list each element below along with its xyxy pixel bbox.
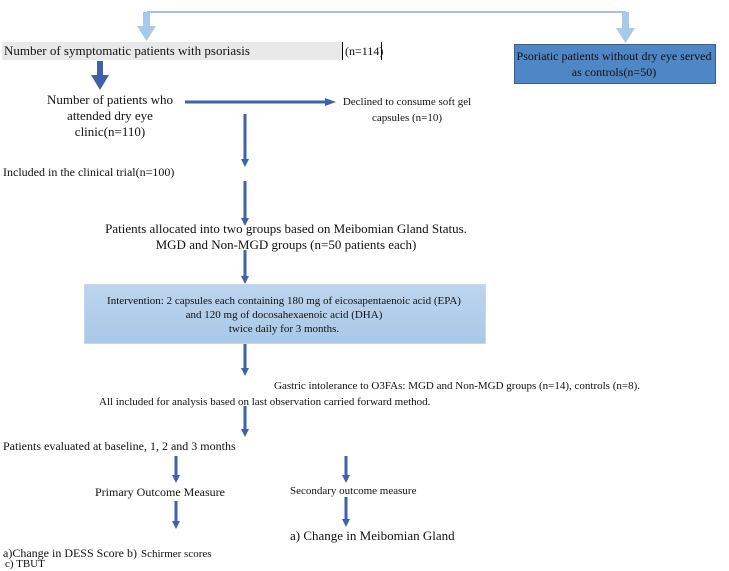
primary-outcome-results: a)Change in DESS Score b) Schirmer score… — [3, 543, 212, 562]
secondary-outcome-label: Secondary outcome measure — [290, 485, 417, 497]
symptomatic-count: (n=114) — [345, 44, 384, 58]
intervention-line-1: Intervention: 2 capsules each containing… — [107, 295, 461, 307]
secondary-result-a: a) Change in Meibomian Gland — [290, 528, 455, 543]
controls-box — [514, 44, 716, 84]
top-bracket-arrows — [137, 11, 635, 43]
allocated-label: Patients allocated into two groups based… — [105, 221, 467, 252]
intolerance-label: Gastric intolerance to O3FAs: MGD and No… — [274, 380, 640, 392]
symptomatic-count-box — [342, 42, 382, 60]
attended-label: Number of patients who attended dry eye … — [46, 92, 173, 139]
controls-label: Psoriatic patients without dry eye serve… — [516, 49, 712, 79]
intervention-line-3: twice daily for 3 months. — [228, 323, 340, 335]
all-included-label: All included for analysis based on last … — [99, 396, 431, 408]
included-label: Included in the clinical trial(n=100) — [3, 165, 175, 179]
primary-outcome-label: Primary Outcome Measure — [95, 485, 225, 499]
primary-result-c: c) TBUT — [5, 558, 45, 570]
evaluated-label: Patients evaluated at baseline, 1, 2 and… — [3, 439, 236, 453]
primary-result-a: a)Change in DESS Score b) — [3, 546, 137, 560]
primary-result-b: Schirmer scores — [140, 548, 212, 560]
declined-label: Declined to consume soft gel capsules (n… — [342, 96, 472, 124]
arrow-symptomatic-to-attended — [91, 61, 109, 90]
arrow-to-declined — [185, 98, 336, 106]
symptomatic-label: Number of symptomatic patients with psor… — [4, 43, 250, 58]
symptomatic-box — [2, 42, 342, 60]
intervention-line-2: and 120 mg of docosahexaenoic acid (DHA) — [185, 309, 383, 321]
intervention-box — [84, 284, 486, 344]
